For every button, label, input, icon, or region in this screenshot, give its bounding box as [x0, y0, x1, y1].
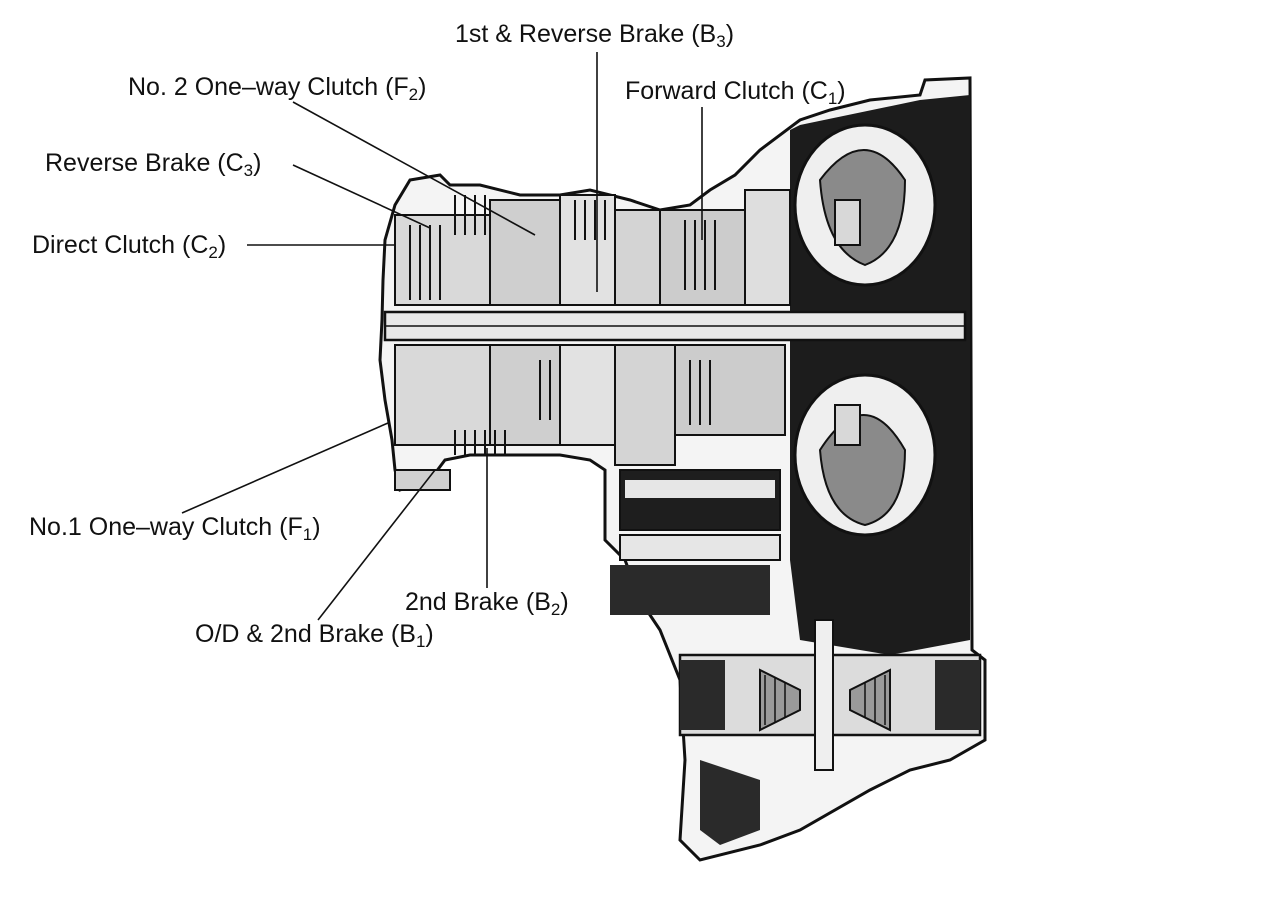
label-c3-sub: 3 — [243, 161, 254, 180]
label-reverse-brake: Reverse Brake (C3) — [45, 149, 262, 180]
label-c2-close: ) — [217, 231, 227, 259]
label-b2-text: 2nd Brake (B — [405, 588, 551, 616]
label-f1-sub: 1 — [302, 525, 313, 544]
label-f2-text: No. 2 One–way Clutch (F — [128, 73, 409, 101]
label-od-second-brake: O/D & 2nd Brake (B1) — [195, 620, 434, 651]
label-c3-close: ) — [253, 149, 262, 177]
label-direct-clutch: Direct Clutch (C2) — [32, 231, 227, 262]
leader-f2 — [292, 101, 536, 236]
label-no2-one-way-clutch: No. 2 One–way Clutch (F2) — [128, 73, 427, 104]
label-c2-sub: 2 — [208, 243, 218, 262]
differential-assembly — [678, 619, 982, 771]
label-b3-close: ) — [725, 20, 735, 48]
label-forward-clutch: Forward Clutch (C1) — [625, 77, 846, 108]
label-c2-text: Direct Clutch (C — [32, 231, 209, 259]
label-b1-text: O/D & 2nd Brake (B — [195, 620, 416, 648]
label-b2-sub: 2 — [550, 600, 561, 619]
label-c1-close: ) — [837, 77, 846, 105]
label-f2-close: ) — [418, 73, 427, 101]
label-c1-text: Forward Clutch (C — [625, 77, 828, 105]
intermediate-shaft — [619, 534, 781, 561]
leader-f1 — [181, 422, 389, 514]
lower-case-detail — [700, 760, 760, 845]
leader-b1 — [317, 469, 436, 621]
label-c1-sub: 1 — [827, 89, 838, 108]
label-first-reverse-brake: 1st & Reverse Brake (B3) — [455, 20, 735, 51]
clutch-plates-upper — [409, 195, 716, 300]
label-b3-text: 1st & Reverse Brake (B — [455, 20, 717, 48]
label-f1-text: No.1 One–way Clutch (F — [29, 513, 303, 541]
label-b3-sub: 3 — [716, 32, 726, 51]
label-f2-sub: 2 — [408, 85, 419, 104]
label-b1-close: ) — [425, 620, 434, 648]
leader-c3 — [292, 164, 431, 229]
label-second-brake: 2nd Brake (B2) — [405, 588, 569, 619]
label-b2-close: ) — [560, 588, 569, 616]
label-f1-close: ) — [312, 513, 321, 541]
clutch-plates-lower — [454, 360, 711, 455]
clutch-packs-lower — [394, 344, 786, 466]
label-c3-text: Reverse Brake (C — [45, 149, 244, 177]
label-b1-sub: 1 — [415, 632, 426, 651]
label-no1-one-way-clutch: No.1 One–way Clutch (F1) — [29, 513, 321, 544]
